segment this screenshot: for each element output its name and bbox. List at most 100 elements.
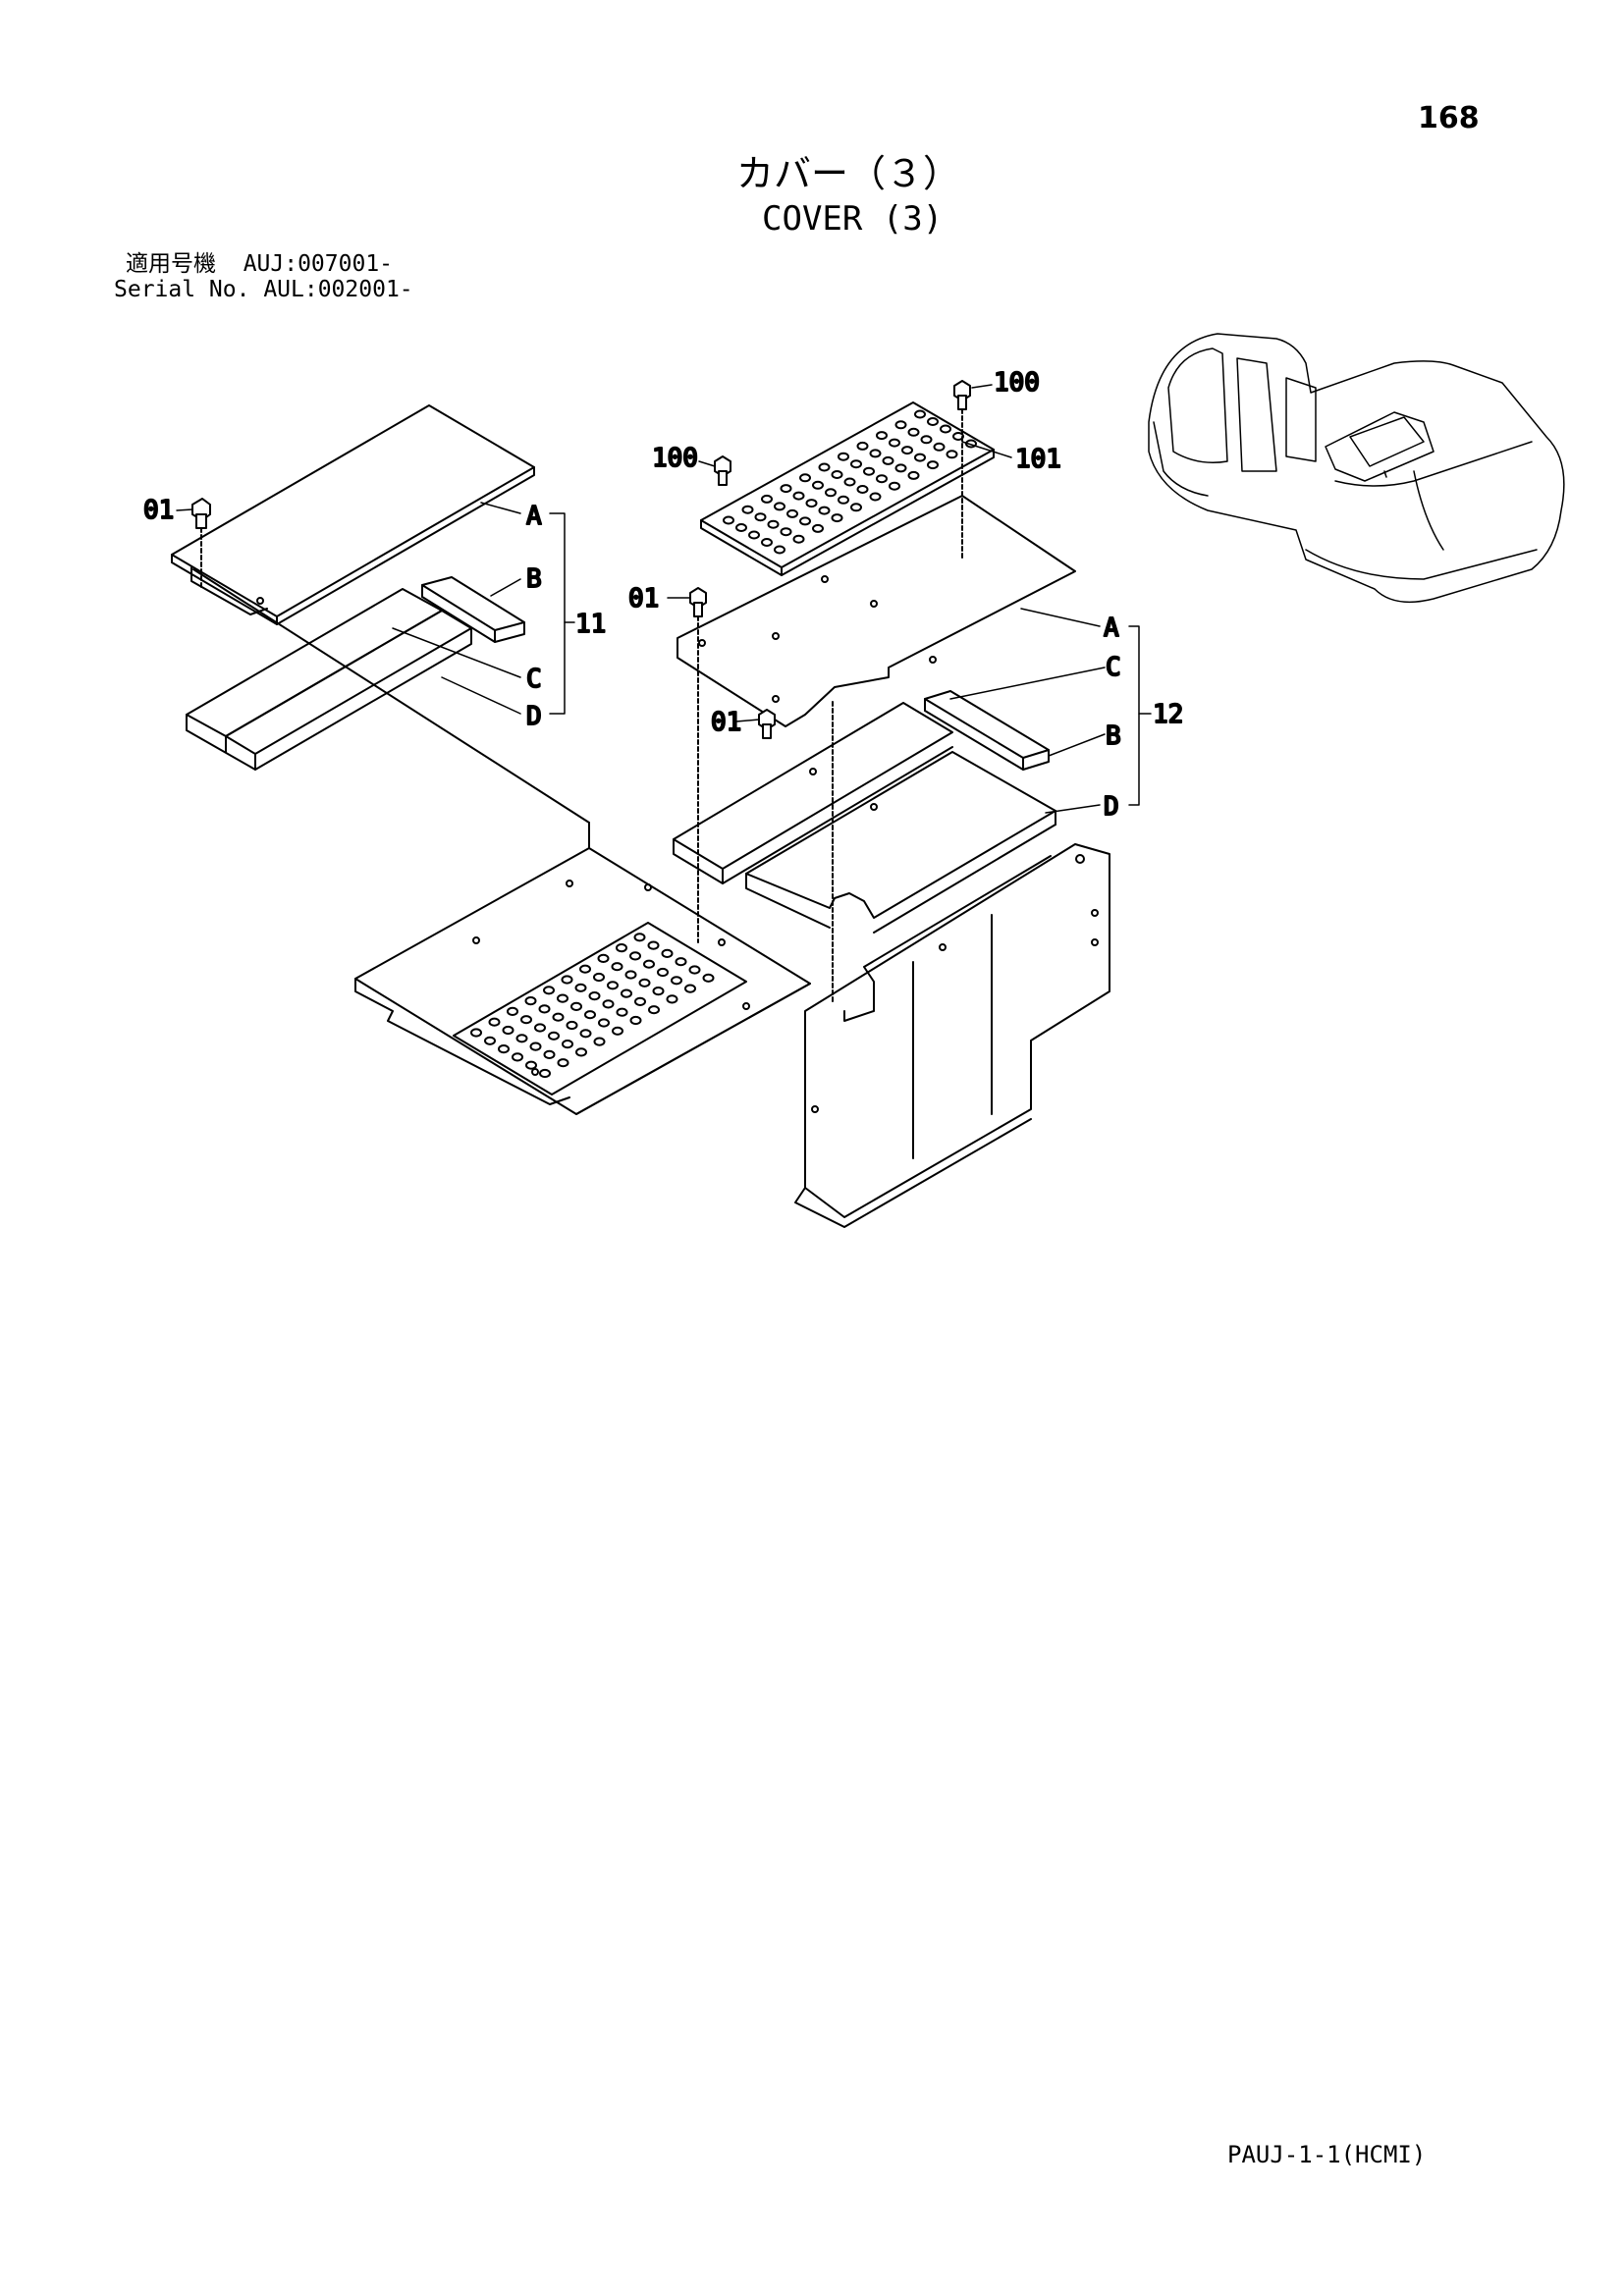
page-number: 168 <box>1418 101 1480 135</box>
perforation-hole <box>561 975 573 985</box>
perforation-hole <box>818 462 831 472</box>
perforation-hole <box>818 506 831 515</box>
perforation-hole <box>856 441 869 451</box>
perforation-hole <box>598 1018 610 1028</box>
perforation-hole <box>850 459 862 469</box>
perforation-hole <box>498 1044 510 1054</box>
perforation-hole <box>754 512 767 522</box>
perforation-hole <box>831 470 843 479</box>
perforation-hole <box>502 1025 514 1036</box>
perforation-hole <box>850 503 862 512</box>
perforation-hole <box>761 494 773 504</box>
perforation-hole <box>574 983 587 992</box>
left-cover-plate-a <box>171 404 535 625</box>
perforation-hole <box>761 538 773 547</box>
perforation-hole <box>621 988 632 998</box>
right-cover-mats-c-d <box>673 702 1056 934</box>
perforation-hole <box>774 545 785 555</box>
perforation-hole <box>882 455 894 465</box>
perforation-hole <box>484 1036 496 1045</box>
left-cover-mats-c-d <box>186 588 472 771</box>
perforation-hole <box>539 1068 551 1079</box>
perforation-hole <box>799 473 811 483</box>
callout-right-c: C <box>1106 653 1121 682</box>
perforation-hole <box>557 1058 569 1068</box>
perforation-hole <box>616 1007 628 1017</box>
perforation-hole <box>876 474 888 484</box>
perforation-hole <box>907 427 920 437</box>
perforation-hole <box>593 972 605 983</box>
perforation-hole <box>914 409 926 419</box>
callout-left-d: D <box>526 702 542 731</box>
perforation-hole <box>927 417 939 426</box>
perforation-hole <box>548 1031 560 1041</box>
perforation-hole <box>889 481 900 491</box>
perforation-holes <box>723 409 977 555</box>
perforation-hole <box>933 442 946 452</box>
perforation-hole <box>863 466 875 476</box>
perforation-hole <box>741 505 754 514</box>
left-bolt-01 <box>191 498 211 590</box>
perforation-hole <box>579 1029 592 1039</box>
callout-center-bolt-01-lower: 01 <box>711 708 741 737</box>
callout-right-b: B <box>1106 721 1121 751</box>
perforation-hole <box>515 1034 528 1043</box>
perforation-hole <box>805 499 818 508</box>
footer-document-code: PAUJ-1-1(HCMI) <box>1227 2141 1427 2168</box>
perforation-hole <box>901 446 913 455</box>
perforation-hole <box>723 515 734 525</box>
perforation-hole <box>792 491 805 501</box>
perforation-hole <box>624 970 637 980</box>
perforation-hole <box>856 485 869 494</box>
floor-tread-holes <box>470 933 715 1079</box>
left-cover-strip-b <box>421 576 525 643</box>
perforation-hole <box>799 516 811 526</box>
perforation-hole <box>648 1005 660 1015</box>
perforation-hole <box>593 1037 606 1046</box>
left-floor-plate <box>354 847 811 1115</box>
perforation-hole <box>612 1026 623 1036</box>
perforation-hole <box>876 431 888 441</box>
perforation-hole <box>647 940 660 950</box>
center-bolt-01-lower <box>758 709 776 739</box>
perforation-hole <box>666 994 678 1004</box>
page-title-english: COVER (3) <box>762 199 944 239</box>
perforation-hole <box>767 519 780 529</box>
right-cover-plate-a <box>677 495 1076 727</box>
perforation-hole <box>812 480 824 490</box>
perforation-hole <box>566 1020 578 1031</box>
perforation-hole <box>643 959 655 969</box>
perforation-hole <box>702 973 715 983</box>
serial-range-english: Serial No. AUL:002001- <box>114 277 413 302</box>
machine-location-overview <box>1148 333 1565 604</box>
perforation-hole <box>638 978 651 988</box>
perforation-hole <box>543 1049 556 1060</box>
perforation-hole <box>688 965 701 975</box>
perforation-hole <box>671 976 682 986</box>
perforation-hole <box>914 453 926 462</box>
perforation-hole <box>786 508 798 518</box>
perforation-hole <box>825 488 837 498</box>
perforation-hole <box>946 450 958 459</box>
callout-right-group-12: 12 <box>1153 700 1183 729</box>
callout-left-c: C <box>526 665 542 694</box>
perforation-hole <box>520 1015 532 1025</box>
perforation-hole <box>562 1040 573 1049</box>
perforation-hole <box>657 967 669 978</box>
callout-left-b: B <box>526 564 542 594</box>
perforation-hole <box>652 987 665 996</box>
perforation-hole <box>927 460 939 470</box>
callout-left-a: A <box>526 502 542 531</box>
perforation-hole <box>629 951 641 961</box>
perforation-hole <box>735 523 747 532</box>
perforation-hole <box>684 984 696 993</box>
perforation-hole <box>774 502 785 511</box>
page-title-japanese: カバー（３） <box>736 152 961 195</box>
perforation-hole <box>602 999 615 1009</box>
perforation-hole <box>894 463 907 473</box>
perforation-hole <box>838 495 849 505</box>
perforation-hole <box>869 449 882 458</box>
perforation-hole <box>597 953 610 964</box>
perforation-hole <box>616 943 627 953</box>
